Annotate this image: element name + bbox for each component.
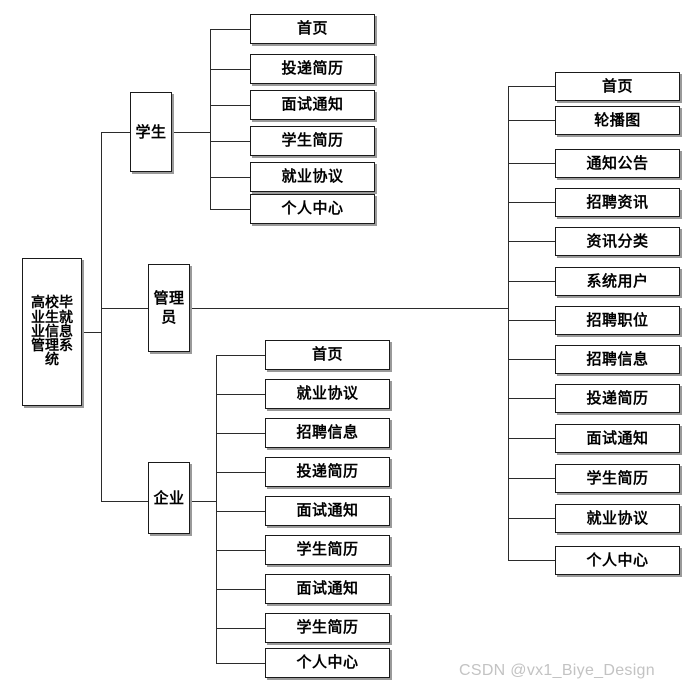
leaf-admin-4[interactable]: 招聘资讯	[555, 188, 680, 217]
admin-leaf-stem-1	[508, 86, 555, 87]
leaf-admin-12[interactable]: 就业协议	[555, 504, 680, 533]
branch-stem-company	[101, 501, 149, 502]
admin-out-stem	[190, 308, 509, 309]
admin-leaf-stem-8	[508, 359, 555, 360]
leaf-company-7[interactable]: 面试通知	[265, 574, 390, 604]
branch-stem-admin	[101, 308, 149, 309]
leaf-company-6[interactable]: 学生简历	[265, 535, 390, 565]
leaf-student-2[interactable]: 投递简历	[250, 54, 375, 84]
admin-leaf-stem-5	[508, 241, 555, 242]
admin-leaf-stem-7	[508, 320, 555, 321]
company-leaf-stem-4	[216, 472, 266, 473]
leaf-student-4[interactable]: 学生简历	[250, 126, 375, 156]
leaf-admin-1[interactable]: 首页	[555, 72, 680, 101]
leaf-admin-13[interactable]: 个人中心	[555, 546, 680, 575]
leaf-company-9[interactable]: 个人中心	[265, 648, 390, 678]
leaf-admin-6[interactable]: 系统用户	[555, 267, 680, 296]
admin-leaf-stem-6	[508, 281, 555, 282]
leaf-company-1[interactable]: 首页	[265, 340, 390, 370]
root-stem	[82, 332, 102, 333]
student-leaf-stem-3	[210, 105, 251, 106]
leaf-company-5[interactable]: 面试通知	[265, 496, 390, 526]
admin-leaf-stem-12	[508, 518, 555, 519]
leaf-student-6[interactable]: 个人中心	[250, 194, 375, 224]
root-node[interactable]: 高校毕业生就业信息管理系统	[22, 258, 82, 406]
leaf-admin-9[interactable]: 投递简历	[555, 384, 680, 413]
company-spine	[216, 355, 217, 663]
leaf-admin-7[interactable]: 招聘职位	[555, 306, 680, 335]
admin-leaf-stem-3	[508, 163, 555, 164]
company-leaf-stem-2	[216, 394, 266, 395]
company-leaf-stem-3	[216, 433, 266, 434]
company-leaf-stem-5	[216, 511, 266, 512]
admin-leaf-stem-11	[508, 478, 555, 479]
leaf-company-2[interactable]: 就业协议	[265, 379, 390, 409]
student-leaf-stem-4	[210, 141, 251, 142]
leaf-admin-10[interactable]: 面试通知	[555, 424, 680, 453]
branch-stem-student	[101, 132, 131, 133]
company-leaf-stem-8	[216, 628, 266, 629]
leaf-admin-2[interactable]: 轮播图	[555, 106, 680, 135]
root-spine	[101, 132, 102, 502]
leaf-student-5[interactable]: 就业协议	[250, 162, 375, 192]
leaf-admin-11[interactable]: 学生简历	[555, 464, 680, 493]
company-leaf-stem-6	[216, 550, 266, 551]
leaf-admin-5[interactable]: 资讯分类	[555, 227, 680, 256]
leaf-student-1[interactable]: 首页	[250, 14, 375, 44]
student-leaf-stem-5	[210, 177, 251, 178]
leaf-student-3[interactable]: 面试通知	[250, 90, 375, 120]
student-leaf-stem-2	[210, 69, 251, 70]
student-leaf-stem-6	[210, 209, 251, 210]
admin-leaf-stem-10	[508, 438, 555, 439]
student-spine	[210, 29, 211, 209]
branch-node-company[interactable]: 企业	[148, 462, 190, 534]
company-leaf-stem-7	[216, 589, 266, 590]
admin-leaf-stem-13	[508, 560, 555, 561]
branch-node-admin[interactable]: 管理员	[148, 264, 190, 352]
leaf-admin-3[interactable]: 通知公告	[555, 149, 680, 178]
leaf-company-8[interactable]: 学生简历	[265, 613, 390, 643]
csdn-watermark: CSDN @vx1_Biye_Design	[459, 662, 655, 679]
admin-leaf-stem-9	[508, 398, 555, 399]
company-out-stem	[190, 501, 217, 502]
company-leaf-stem-1	[216, 355, 266, 356]
admin-spine	[508, 86, 509, 561]
branch-node-student[interactable]: 学生	[130, 92, 172, 172]
admin-leaf-stem-2	[508, 120, 555, 121]
student-out-stem	[172, 132, 211, 133]
company-leaf-stem-9	[216, 663, 266, 664]
leaf-company-3[interactable]: 招聘信息	[265, 418, 390, 448]
student-leaf-stem-1	[210, 29, 251, 30]
leaf-company-4[interactable]: 投递简历	[265, 457, 390, 487]
admin-leaf-stem-4	[508, 202, 555, 203]
leaf-admin-8[interactable]: 招聘信息	[555, 345, 680, 374]
